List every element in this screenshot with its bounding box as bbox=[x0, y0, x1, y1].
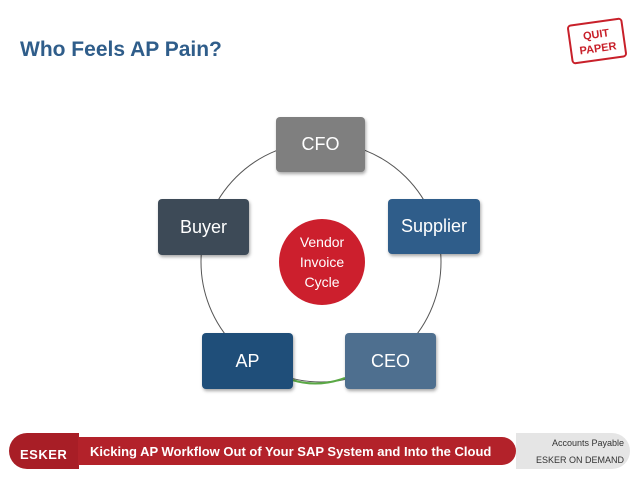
node-supplier-label: Supplier bbox=[400, 216, 468, 236]
footer-brand-block bbox=[9, 433, 79, 469]
svg-text:QUIT: QUIT bbox=[582, 27, 610, 43]
footer-tagline: Kicking AP Workflow Out of Your SAP Syst… bbox=[78, 437, 516, 465]
esker-logo: ESKER bbox=[20, 447, 68, 462]
svg-text:PAPER: PAPER bbox=[579, 40, 617, 57]
cycle-arc-ap-ceo bbox=[291, 377, 346, 385]
node-cfo: CFO bbox=[276, 117, 365, 172]
quit-paper-logo: QUIT PAPER bbox=[567, 17, 627, 65]
node-buyer-label: Buyer bbox=[179, 216, 228, 237]
center-line-2: Invoice bbox=[299, 254, 345, 270]
node-ap: AP bbox=[202, 333, 293, 389]
center-line-3: Cycle bbox=[304, 274, 340, 290]
node-ceo-label: CEO bbox=[370, 350, 410, 371]
node-buyer: Buyer bbox=[158, 199, 249, 255]
footer-product-block bbox=[516, 433, 630, 469]
footer-product: Accounts Payable bbox=[551, 438, 624, 448]
center-vendor-invoice-cycle: Vendor Invoice Cycle bbox=[279, 219, 365, 305]
node-cfo-label: CFO bbox=[301, 134, 340, 154]
node-ceo: CEO bbox=[345, 333, 436, 389]
page-title: Who Feels AP Pain? bbox=[20, 38, 222, 61]
center-line-1: Vendor bbox=[299, 234, 345, 250]
node-supplier: Supplier bbox=[388, 199, 480, 254]
node-ap-label: AP bbox=[235, 350, 260, 371]
footer-tagline-text: Kicking AP Workflow Out of Your SAP Syst… bbox=[90, 443, 492, 459]
footer-product-sub: ESKER ON DEMAND bbox=[535, 455, 624, 465]
